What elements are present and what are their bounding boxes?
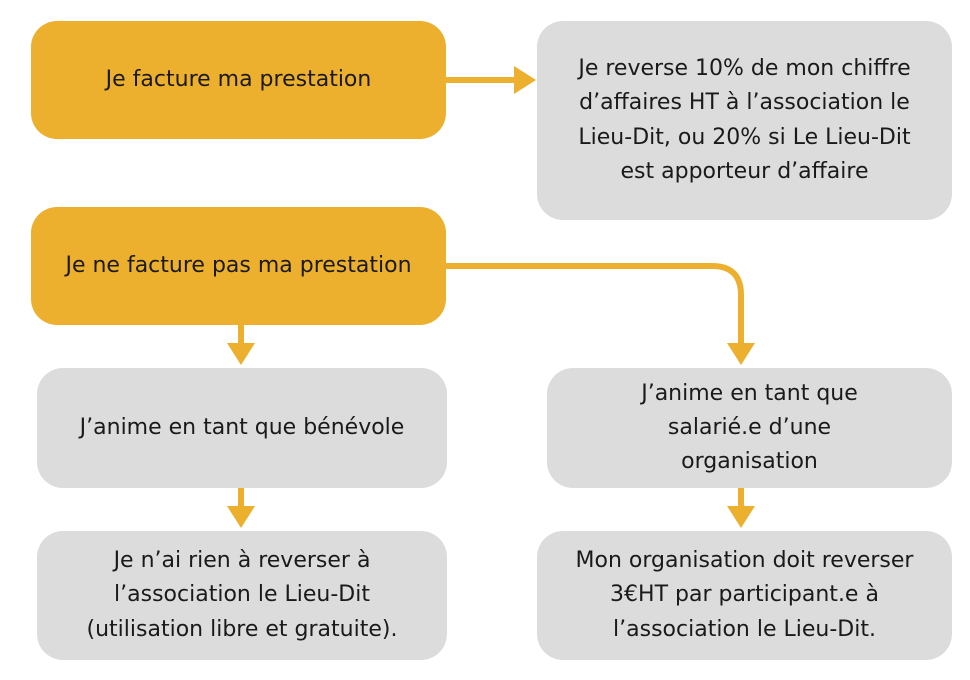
node-organisation-reverse: Mon organisation doit reverser 3€HT par …	[537, 531, 952, 660]
node-organisation-reverse-label: Mon organisation doit reverser 3€HT par …	[575, 548, 914, 642]
arrowhead-benevole-to-rien	[227, 506, 255, 528]
node-facture-label: Je facture ma prestation	[105, 66, 372, 92]
node-benevole: J’anime en tant que bénévole	[37, 368, 447, 488]
arrow-ne-facture-to-salarie	[446, 263, 744, 347]
node-ne-facture-pas: Je ne facture pas ma prestation	[31, 207, 446, 325]
node-rien-a-reverser: Je n’ai rien à reverser à l’association …	[37, 531, 447, 660]
node-salarie-label: J’anime en tant que salarié.e d’une orga…	[641, 380, 858, 475]
node-benevole-label: J’anime en tant que bénévole	[79, 414, 405, 440]
node-reverse-pourcentage: Je reverse 10% de mon chiffre d’affaires…	[537, 21, 952, 220]
arrowhead-ne-facture-to-salarie	[727, 343, 755, 365]
node-reverse-pourcentage-label: Je reverse 10% de mon chiffre d’affaires…	[578, 56, 911, 184]
node-ne-facture-pas-label: Je ne facture pas ma prestation	[65, 252, 412, 278]
arrowhead-facture-to-reverse	[514, 66, 536, 94]
arrowhead-ne-facture-to-benevole	[227, 343, 255, 365]
node-rien-a-reverser-label: Je n’ai rien à reverser à l’association …	[86, 548, 398, 642]
arrowhead-salarie-to-organisation	[727, 506, 755, 528]
node-salarie: J’anime en tant que salarié.e d’une orga…	[547, 368, 952, 488]
node-facture: Je facture ma prestation	[31, 21, 446, 139]
